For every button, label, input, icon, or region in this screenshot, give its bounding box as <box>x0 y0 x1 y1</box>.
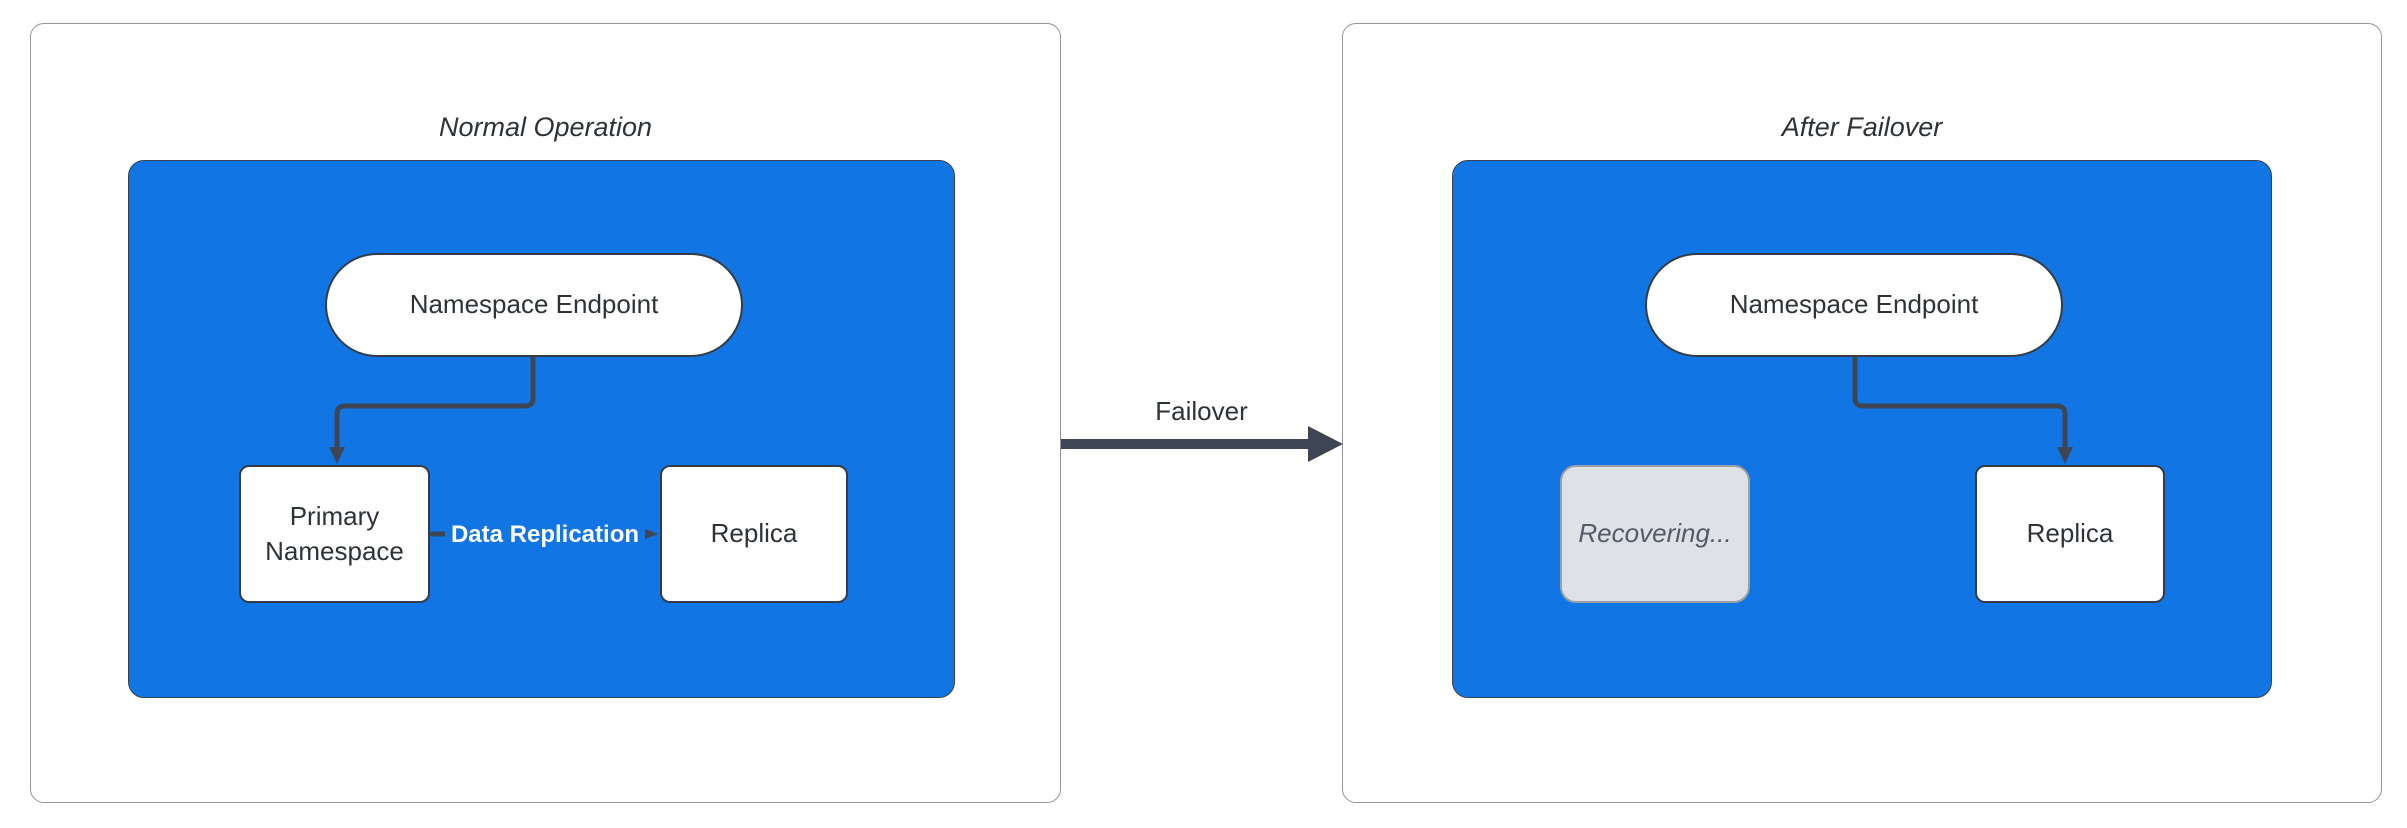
panel-title-after-failover: After Failover <box>1781 112 1943 142</box>
data-replication-label-wrap: Data Replication <box>432 519 658 551</box>
recovering-label: Recovering... <box>1578 518 1732 549</box>
primary-namespace-node: Primary Namespace <box>239 465 430 603</box>
failover-arrowhead <box>1308 426 1343 462</box>
primary-namespace-label: Primary Namespace <box>265 500 404 566</box>
replica-node-right: Replica <box>1975 465 2165 603</box>
panel-title-normal-operation: Normal Operation <box>438 112 653 142</box>
namespace-endpoint-node-left: Namespace Endpoint <box>325 253 743 357</box>
replica-label-left: Replica <box>710 518 798 549</box>
failover-label: Failover <box>1155 396 1248 426</box>
namespace-endpoint-label-left: Namespace Endpoint <box>409 289 659 320</box>
cluster-after-failover <box>1452 160 2272 698</box>
cluster-normal-operation <box>128 160 955 698</box>
replica-node-left: Replica <box>660 465 848 603</box>
namespace-endpoint-label-right: Namespace Endpoint <box>1729 289 1979 320</box>
replica-label-right: Replica <box>2026 518 2114 549</box>
namespace-endpoint-node-right: Namespace Endpoint <box>1645 253 2063 357</box>
recovering-node: Recovering... <box>1560 465 1750 603</box>
data-replication-label: Data Replication <box>444 521 646 549</box>
